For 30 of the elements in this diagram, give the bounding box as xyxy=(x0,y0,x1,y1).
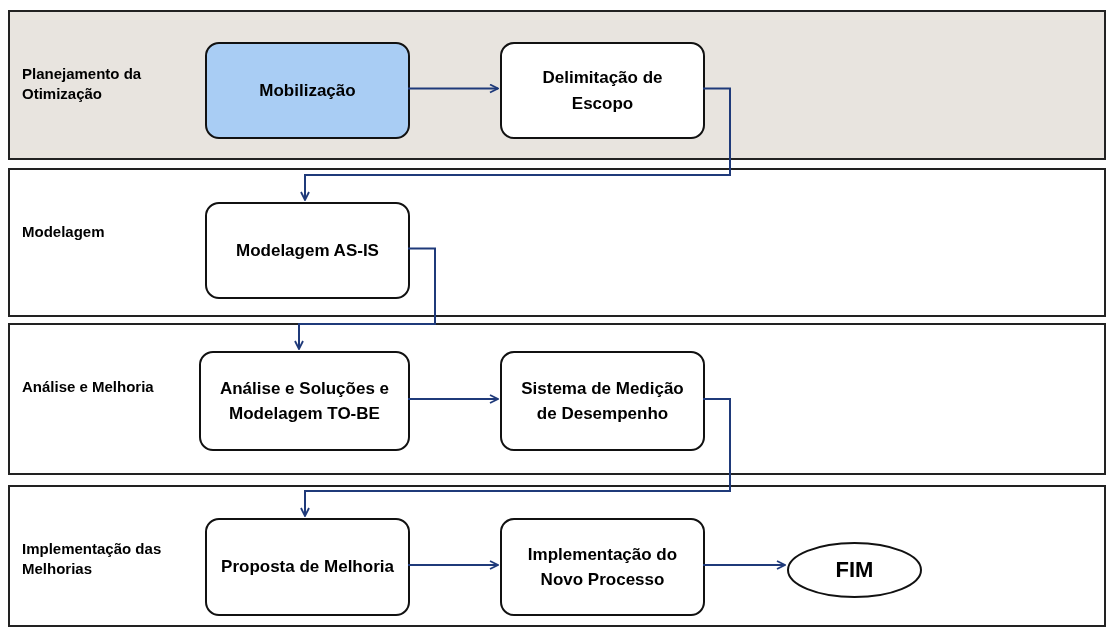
arrow xyxy=(300,398,731,517)
process-box xyxy=(199,351,410,451)
arrow xyxy=(407,83,499,94)
box-label: Mobilização xyxy=(258,79,357,102)
process-box xyxy=(500,351,705,451)
swimlane xyxy=(8,485,1106,627)
process-box xyxy=(205,202,410,299)
swimlane xyxy=(8,323,1106,475)
arrow xyxy=(300,87,731,201)
box-label: Delimitação de Escopo xyxy=(541,67,664,115)
swimlane xyxy=(8,10,1106,160)
lane-label: Implementação das Melhorias xyxy=(22,539,163,578)
box-label: Análise e Soluções e Modelagem TO-BE xyxy=(218,377,391,425)
box-label: Sistema de Medição de Desempenho xyxy=(520,377,685,425)
node-label: FIM xyxy=(835,557,874,583)
lane-label: Modelagem xyxy=(22,222,106,242)
arrow xyxy=(702,560,786,570)
lane-label: Planejamento da Otimização xyxy=(22,64,143,103)
process-box xyxy=(500,518,705,616)
arrow xyxy=(294,247,436,350)
arrow xyxy=(407,394,499,404)
swimlane xyxy=(8,168,1106,317)
process-box xyxy=(205,518,410,616)
arrow xyxy=(407,560,499,570)
box-label: Proposta de Melhoria xyxy=(220,556,395,579)
box-label: Modelagem AS-IS xyxy=(235,239,380,262)
process-box xyxy=(205,42,410,139)
box-label: Implementação do Novo Processo xyxy=(526,543,679,591)
lane-label: Análise e Melhoria xyxy=(22,377,155,397)
process-box xyxy=(500,42,705,139)
